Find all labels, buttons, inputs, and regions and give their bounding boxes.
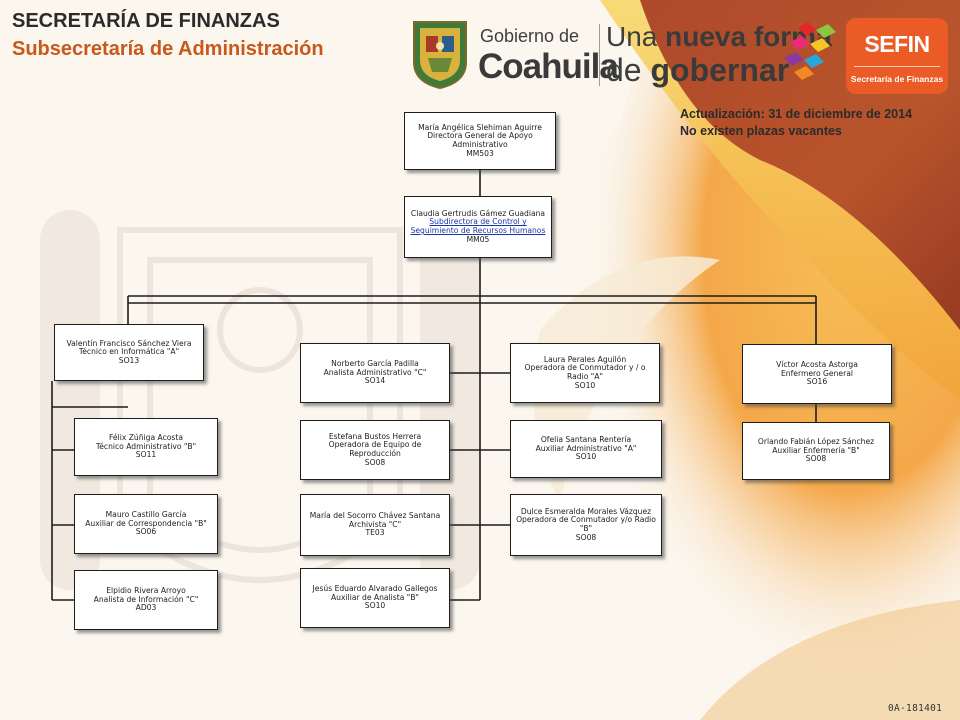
org-name: Estefana Bustos Herrera [328,431,422,441]
org-box-socorro: María del Socorro Chávez Santana Archivi… [300,494,450,556]
org-code: AD03 [135,603,157,613]
org-name: Elpidio Rivera Arroyo [106,586,186,596]
org-box-orlando: Orlando Fabián López Sánchez Auxiliar En… [742,422,890,480]
org-code: TE03 [365,528,385,538]
org-box-mauro: Mauro Castillo García Auxiliar de Corres… [74,494,218,554]
org-box-content: Estefana Bustos Herrera Operadora de Equ… [304,431,446,467]
org-code: SO10 [575,452,597,462]
org-name: Ofelia Santana Rentería [540,435,632,445]
org-box-dulce: Dulce Esmeralda Morales Vázquez Operador… [510,494,662,556]
org-title: Analista de Información "C" [93,594,199,604]
org-code: MM503 [466,148,494,158]
org-code: SO08 [364,457,386,467]
org-title: Operadora de Conmutador y / o Radio "A" [524,363,646,381]
org-box-estefana: Estefana Bustos Herrera Operadora de Equ… [300,420,450,480]
org-code: SO10 [574,380,596,390]
org-box-content: Laura Perales Aguilón Operadora de Conmu… [514,354,656,390]
org-box-content: Orlando Fabián López Sánchez Auxiliar En… [758,438,874,464]
page-title: SECRETARÍA DE FINANZAS [12,10,280,32]
slogan-de: de [606,52,651,88]
org-title-link[interactable]: Subdirectora de Control y Seguimiento de… [410,217,546,235]
org-box-elpidio: Elpidio Rivera Arroyo Analista de Inform… [74,570,218,630]
org-code: SO14 [364,376,386,386]
org-box-norberto: Norberto García Padilla Analista Adminis… [300,343,450,403]
org-title: Técnico en Informática "A" [78,347,180,357]
document-code: 0A-181401 [888,703,943,714]
update-date: Actualización: 31 de diciembre de 2014 [680,107,913,121]
org-name: Jesús Eduardo Alvarado Gallegos [312,584,438,594]
org-box-content: Norberto García Padilla Analista Adminis… [324,360,427,386]
org-box-jesus: Jesús Eduardo Alvarado Gallegos Auxiliar… [300,568,450,628]
coahuila-text: Coahuila [478,47,619,86]
sefin-logo-rule [854,66,940,67]
org-name: María del Socorro Chávez Santana [309,511,441,521]
org-code: SO13 [118,355,140,365]
slogan-gobernar: gobernar [650,52,790,88]
org-name: Laura Perales Aguilón [543,354,627,364]
org-box-content: Dulce Esmeralda Morales Vázquez Operador… [514,506,658,542]
page-subtitle: Subsecretaría de Administración [12,38,324,60]
org-name: Norberto García Padilla [331,359,419,369]
org-code: SO11 [135,450,157,460]
org-box-content: Félix Zúñiga Acosta Técnico Administrati… [96,434,196,460]
org-code: SO08 [805,454,827,464]
org-box-laura: Laura Perales Aguilón Operadora de Conmu… [510,343,660,403]
org-title: Archivista "C" [348,519,402,529]
org-title: Directora General de Apoyo Administrativ… [427,131,533,149]
vacancies-note: No existen plazas vacantes [680,124,842,138]
org-box-content: Claudia Gertrudis Gámez Guadiana Subdire… [408,208,548,244]
coahuila-coat-of-arms-icon [413,21,467,90]
update-info: Actualización: 31 de diciembre de 2014 N… [680,106,912,140]
sefin-logo-text: SEFIN [864,31,930,57]
slogan-line-2: de gobernar [606,53,789,87]
org-title: Auxiliar de Correspondencia "B" [85,518,207,528]
logo-divider [599,24,600,86]
org-box-content: Jesús Eduardo Alvarado Gallegos Auxiliar… [313,585,438,611]
org-code: MM05 [466,234,490,244]
sefin-logo: SEFIN Secretaría de Finanzas [846,18,948,94]
gobierno-de-text: Gobierno de [480,26,580,46]
org-box-director: María Angélica Slehiman Aguirre Director… [404,112,556,170]
org-title: Auxiliar Enfermería "B" [772,445,860,455]
org-box-enfermeria: Víctor Acosta Astorga Enfermero General … [742,344,892,404]
org-name: Claudia Gertrudis Gámez Guadiana [410,208,546,218]
org-code: SO10 [364,601,386,611]
slogan-una: Una [606,21,666,52]
org-code: SO16 [806,377,828,387]
org-box-subdirector: Claudia Gertrudis Gámez Guadiana Subdire… [404,196,552,258]
org-box-ofelia: Ofelia Santana Rentería Auxiliar Adminis… [510,420,662,478]
org-title: Analista Administrativo "C" [323,367,427,377]
org-box-content: María del Socorro Chávez Santana Archivi… [310,512,441,538]
org-name: Félix Zúñiga Acosta [108,433,184,443]
org-title: Auxiliar de Analista "B" [330,592,419,602]
sefin-logo-subtitle: Secretaría de Finanzas [850,74,944,84]
org-box-content: Víctor Acosta Astorga Enfermero General … [776,361,858,387]
org-name: María Angélica Slehiman Aguirre [418,122,542,132]
org-name: Valentín Francisco Sánchez Viera [66,338,192,348]
org-title: Operadora de Equipo de Reproducción [328,440,422,458]
org-box-content: María Angélica Slehiman Aguirre Director… [408,122,552,158]
colorful-diamond-icon [784,22,836,80]
org-title: Enfermero General [781,368,853,378]
org-box-content: Mauro Castillo García Auxiliar de Corres… [85,511,207,537]
org-title: Auxiliar Administrativo "A" [535,443,637,453]
org-box-informatica: Valentín Francisco Sánchez Viera Técnico… [54,324,204,381]
gobierno-coahuila-logo: Gobierno de Coahuila Una nueva forma de … [408,18,836,93]
org-name: Orlando Fabián López Sánchez [757,437,875,447]
org-box-content: Ofelia Santana Rentería Auxiliar Adminis… [536,436,637,462]
org-code: SO08 [575,532,597,542]
org-box-content: Valentín Francisco Sánchez Viera Técnico… [66,338,192,366]
org-name: Dulce Esmeralda Morales Vázquez [520,506,652,516]
org-box-felix: Félix Zúñiga Acosta Técnico Administrati… [74,418,218,476]
org-name: Mauro Castillo García [105,510,187,520]
org-code: SO06 [135,527,157,537]
org-name: Víctor Acosta Astorga [776,360,858,370]
org-title: Técnico Administrativo "B" [95,441,197,451]
org-title: Operadora de Conmutador y/o Radio "B" [516,515,656,533]
org-box-content: Elpidio Rivera Arroyo Analista de Inform… [94,587,199,613]
